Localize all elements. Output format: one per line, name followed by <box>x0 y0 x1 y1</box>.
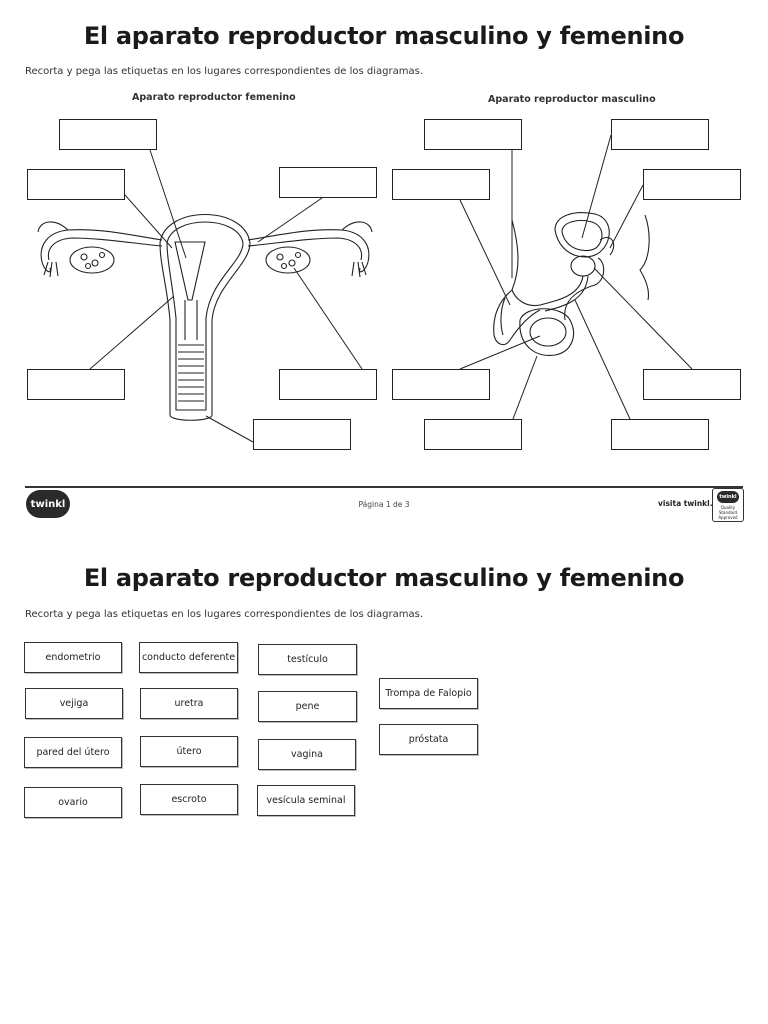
male-diagram-heading: Aparato reproductor masculino <box>488 94 656 105</box>
label-card-vagina[interactable]: vagina <box>258 739 356 770</box>
visit-link[interactable]: visita twinkl.es <box>658 499 723 508</box>
female-label-box-2[interactable] <box>27 169 125 200</box>
male-label-box-3[interactable] <box>392 169 490 200</box>
twinkl-logo: twinkl <box>26 490 70 518</box>
label-card-pared-del-utero[interactable]: pared del útero <box>24 737 122 768</box>
female-pointer-lines <box>89 149 363 443</box>
female-label-box-5[interactable] <box>279 369 377 400</box>
male-label-box-2[interactable] <box>611 119 709 150</box>
male-label-box-6[interactable] <box>643 369 741 400</box>
male-label-box-8[interactable] <box>611 419 709 450</box>
male-pointer-lines <box>459 134 693 420</box>
label-card-vesicula-seminal[interactable]: vesícula seminal <box>257 785 355 816</box>
female-diagram-heading: Aparato reproductor femenino <box>132 92 296 103</box>
label-card-escroto[interactable]: escroto <box>140 784 238 815</box>
page2-instructions: Recorta y pega las etiquetas en los luga… <box>25 609 424 620</box>
label-card-prostata[interactable]: próstata <box>379 724 478 755</box>
badge-text: Quality Standard Approved <box>718 505 738 520</box>
label-card-endometrio[interactable]: endometrio <box>24 642 122 673</box>
label-card-pene[interactable]: pene <box>258 691 357 722</box>
instructions: Recorta y pega las etiquetas en los luga… <box>25 66 424 77</box>
female-label-box-3[interactable] <box>279 167 377 198</box>
female-label-box-4[interactable] <box>27 369 125 400</box>
page-number: Página 1 de 3 <box>358 500 410 509</box>
label-card-trompa-de-falopio[interactable]: Trompa de Falopio <box>379 678 478 709</box>
reproductive-diagrams <box>37 134 693 443</box>
label-card-vejiga[interactable]: vejiga <box>25 688 123 719</box>
label-card-conducto-deferente[interactable]: conducto deferente <box>139 642 238 673</box>
female-label-box-1[interactable] <box>59 119 157 150</box>
label-card-testiculo[interactable]: testículo <box>258 644 357 675</box>
label-card-ovario[interactable]: ovario <box>24 787 122 818</box>
female-reproductive-drawing <box>37 214 373 421</box>
page2-title: El aparato reproductor masculino y femen… <box>83 564 685 592</box>
label-card-utero[interactable]: útero <box>140 736 238 767</box>
label-card-uretra[interactable]: uretra <box>140 688 238 719</box>
quality-badge: twinkl Quality Standard Approved <box>712 488 744 522</box>
female-label-box-6[interactable] <box>253 419 351 450</box>
male-reproductive-drawing <box>493 212 650 356</box>
page-title: El aparato reproductor masculino y femen… <box>83 22 685 50</box>
footer-divider <box>25 486 743 488</box>
male-label-box-7[interactable] <box>424 419 522 450</box>
badge-logo: twinkl <box>717 491 739 503</box>
male-label-box-5[interactable] <box>392 369 490 400</box>
male-label-box-1[interactable] <box>424 119 522 150</box>
male-label-box-4[interactable] <box>643 169 741 200</box>
